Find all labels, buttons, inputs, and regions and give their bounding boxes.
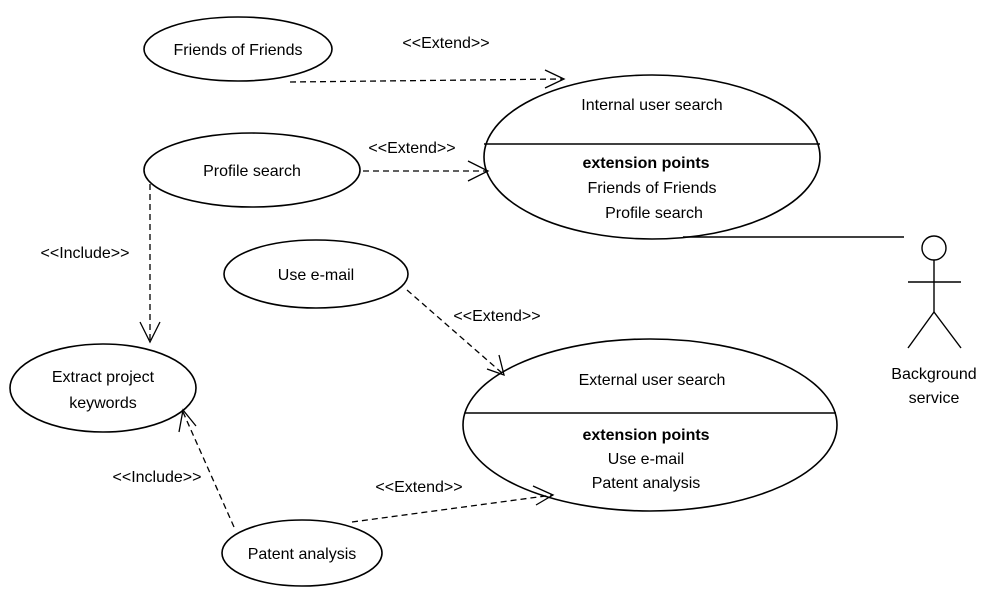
use-case-label: Profile search — [203, 163, 301, 180]
extension-point: Profile search — [605, 205, 703, 222]
stick-figure-icon — [907, 235, 962, 349]
extend-relation-profile-search[interactable]: <<Extend>> — [363, 140, 490, 182]
use-case-label-line2: keywords — [69, 395, 137, 412]
include-relation-patent-analysis[interactable]: <<Include>> — [113, 408, 235, 528]
use-case-use-email[interactable]: Use e-mail — [223, 239, 409, 309]
open-arrowhead — [467, 160, 490, 182]
extension-point: Use e-mail — [608, 451, 684, 468]
use-case-label: Friends of Friends — [174, 42, 303, 59]
stereotype-label: <<Extend>> — [375, 479, 462, 496]
use-case-extract-keywords[interactable]: Extract project keywords — [9, 343, 197, 433]
use-case-label-line1: Extract project — [52, 369, 155, 386]
stereotype-label: <<Include>> — [113, 469, 202, 486]
extension-point: Patent analysis — [592, 475, 701, 492]
open-arrowhead — [486, 354, 505, 377]
extend-relation-friends-of-friends[interactable]: <<Extend>> — [289, 35, 566, 89]
open-arrowhead — [139, 321, 161, 344]
actor-label-line2: service — [909, 390, 960, 407]
extension-points-header: extension points — [582, 155, 709, 172]
stereotype-label: <<Include>> — [41, 245, 130, 262]
open-arrowhead — [544, 69, 566, 89]
extension-point: Friends of Friends — [588, 180, 717, 197]
stereotype-label: <<Extend>> — [402, 35, 489, 52]
use-case-friends-of-friends[interactable]: Friends of Friends — [143, 16, 333, 82]
use-case-profile-search[interactable]: Profile search — [143, 132, 361, 208]
actor-background-service[interactable]: Background service — [891, 235, 977, 407]
stereotype-label: <<Extend>> — [453, 308, 540, 325]
include-relation-profile-search[interactable]: <<Include>> — [41, 184, 161, 344]
extension-points-header: extension points — [582, 427, 709, 444]
use-case-label: Patent analysis — [248, 546, 357, 563]
use-case-external-user-search[interactable]: External user search extension points Us… — [462, 338, 838, 512]
use-case-patent-analysis[interactable]: Patent analysis — [221, 519, 383, 587]
use-case-label: External user search — [579, 372, 726, 389]
use-case-label: Use e-mail — [278, 267, 354, 284]
actor-label-line1: Background — [891, 366, 976, 383]
use-case-label: Internal user search — [581, 97, 722, 114]
extend-relation-use-email[interactable]: <<Extend>> — [406, 289, 541, 377]
stereotype-label: <<Extend>> — [368, 140, 455, 157]
use-case-internal-user-search[interactable]: Internal user search extension points Fr… — [483, 74, 821, 240]
extend-relation-patent-analysis[interactable]: <<Extend>> — [351, 479, 555, 523]
open-arrowhead — [532, 485, 555, 506]
open-arrowhead — [178, 408, 197, 433]
